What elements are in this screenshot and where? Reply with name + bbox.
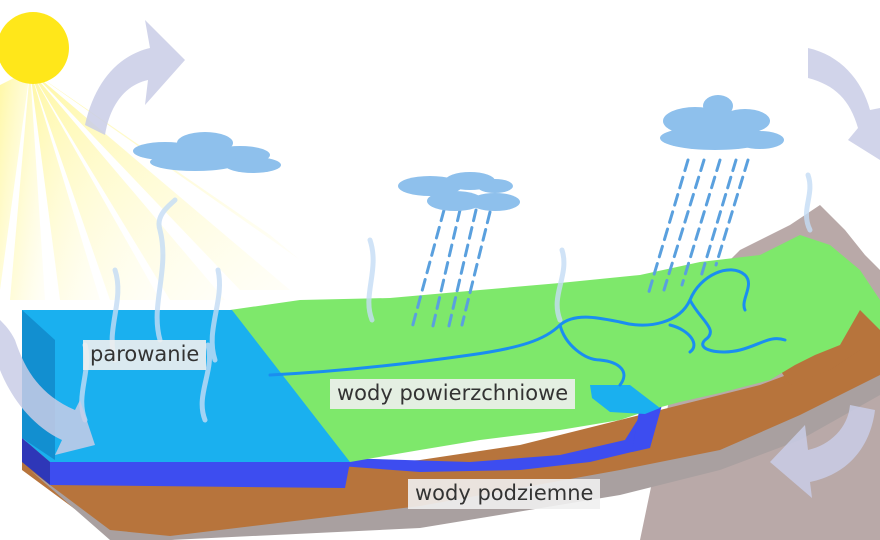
lake (590, 385, 660, 414)
cycle-arrow-icon (808, 48, 880, 160)
river-network (268, 268, 787, 387)
sea-bottom (50, 462, 350, 488)
cloud-icon (398, 172, 520, 211)
groundwater-label: wody podziemne (408, 479, 601, 510)
cloud-icon (660, 95, 784, 150)
sun-icon (0, 12, 69, 84)
sun-rays (0, 70, 300, 300)
rain-streaks (410, 158, 750, 332)
cycle-arrow-icon (85, 20, 185, 135)
surface-water-label: wody powierzchniowe (330, 379, 576, 410)
sea-bottom-side (22, 438, 50, 485)
cycle-arrow-icon (770, 405, 875, 498)
evaporation-label: parowanie (83, 340, 207, 371)
cycle-arrow-icon (0, 320, 95, 455)
groundwater-seep (632, 405, 662, 452)
cloud-icon (133, 132, 281, 173)
